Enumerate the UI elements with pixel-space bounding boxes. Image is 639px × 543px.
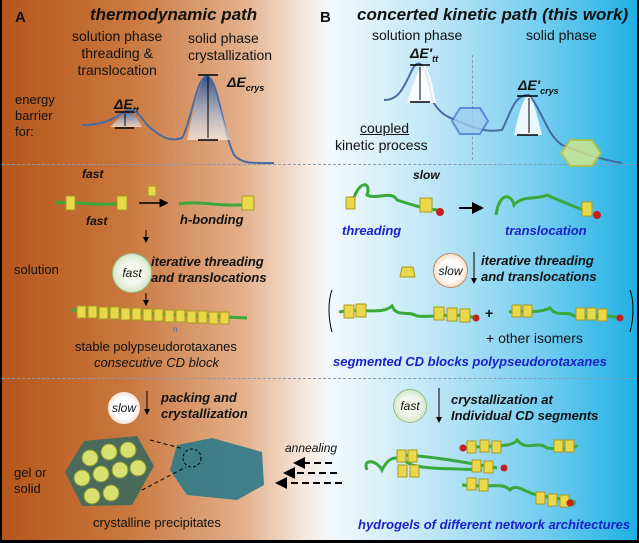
phase-divider-a	[171, 60, 172, 164]
isomer-1-cds	[343, 303, 471, 323]
stable-polypseudorotaxanes-label: stable polypseudorotaxanes	[75, 339, 237, 354]
repeat-subscript: n	[173, 325, 177, 334]
solution-phase-label-b: solution phase	[372, 27, 463, 43]
energy-curve-b	[383, 62, 623, 164]
segmented-blocks-label: segmented CD blocks polypseudorotaxanes	[333, 354, 607, 369]
polymer-threading	[350, 183, 438, 212]
fast-rate-badge-b: fast	[393, 389, 427, 423]
crystalline-precipitates-label: crystalline precipitates	[93, 515, 221, 530]
consecutive-cd-block-label: consecutive CD block	[94, 355, 219, 370]
cd-ring-free	[147, 185, 157, 197]
plus-sign: +	[485, 305, 494, 321]
h-bonding-label: h-bonding	[180, 212, 244, 227]
panel-a-title: thermodynamic path	[90, 5, 258, 24]
stopper	[472, 314, 480, 322]
delta-e-prime-crys-label: ΔE'crys	[518, 77, 559, 96]
panel-a-letter: A	[15, 9, 26, 26]
energy-curve-a	[81, 74, 275, 165]
hydrogel-strand-1	[364, 456, 483, 474]
delta-e-crys-label: ΔEcrys	[227, 74, 265, 93]
annealing-label: annealing	[285, 441, 338, 455]
slow-label: slow	[413, 168, 440, 182]
stopper	[566, 499, 574, 507]
row-separator-top	[2, 164, 637, 165]
coupled-label: coupled	[360, 120, 410, 136]
annealing-arrows	[275, 457, 342, 489]
zoom-line-bottom	[141, 466, 187, 491]
cd-ring	[345, 196, 356, 210]
energy-barrier-label: energy barrier for:	[15, 92, 55, 139]
zoom-circle	[182, 448, 202, 468]
cd-free-b	[399, 266, 416, 278]
slow-rate-badge-b: slow	[433, 253, 468, 288]
kinetic-process-label: kinetic process	[335, 137, 428, 153]
panel-b-title: concerted kinetic path (this work)	[357, 5, 629, 24]
panel-b-letter: B	[320, 9, 331, 26]
hexagonal-crystal-lattice	[170, 438, 264, 500]
stopper	[593, 211, 601, 219]
hexagon-state-b1	[450, 107, 490, 135]
cd-block	[76, 305, 230, 325]
solution-phase-label-a: solution phase threading & translocation	[72, 28, 163, 78]
hydrogels-label: hydrogels of different network architect…	[358, 517, 631, 532]
cd-ring	[419, 197, 433, 213]
row-separator-bottom	[2, 378, 637, 379]
polymer-chain-a2	[178, 201, 251, 207]
hydrogel-cds	[396, 439, 575, 508]
hexagon-state-b2	[559, 139, 603, 167]
peak-fill-prime-crys	[514, 96, 542, 135]
cd-columns	[73, 441, 147, 505]
bracket-left	[328, 289, 333, 333]
fast-rate-badge-a: fast	[112, 253, 152, 293]
other-isomers-label: + other isomers	[486, 330, 583, 346]
zoom-line-top	[149, 439, 185, 450]
isomer-2-cds	[511, 304, 608, 322]
stopper	[500, 464, 508, 472]
threading-label: threading	[342, 223, 402, 238]
peak-fill-tt	[110, 110, 142, 127]
polymer-translocation	[494, 193, 593, 216]
fast-backward-label: fast	[86, 214, 108, 228]
cd-ring	[116, 195, 128, 211]
stopper	[616, 314, 624, 322]
stopper	[436, 208, 444, 216]
delta-e-prime-tt-label: ΔE'tt	[410, 45, 439, 64]
peak-fill-prime-tt	[407, 64, 436, 103]
bracket-right	[629, 289, 634, 333]
slow-rate-badge-a: slow	[107, 391, 141, 425]
stopper	[459, 444, 467, 452]
fast-forward-label: fast	[82, 167, 104, 181]
solid-phase-label-a: solid phase crystallization	[188, 30, 273, 63]
cd-ring	[65, 195, 76, 211]
delta-e-tt-label: ΔEtt	[114, 96, 139, 115]
cd-ring	[581, 201, 593, 217]
translocation-label: translocation	[505, 223, 587, 238]
solution-label: solution	[14, 262, 59, 277]
cd-ring	[241, 195, 255, 211]
solid-phase-label-b: solid phase	[526, 27, 597, 43]
